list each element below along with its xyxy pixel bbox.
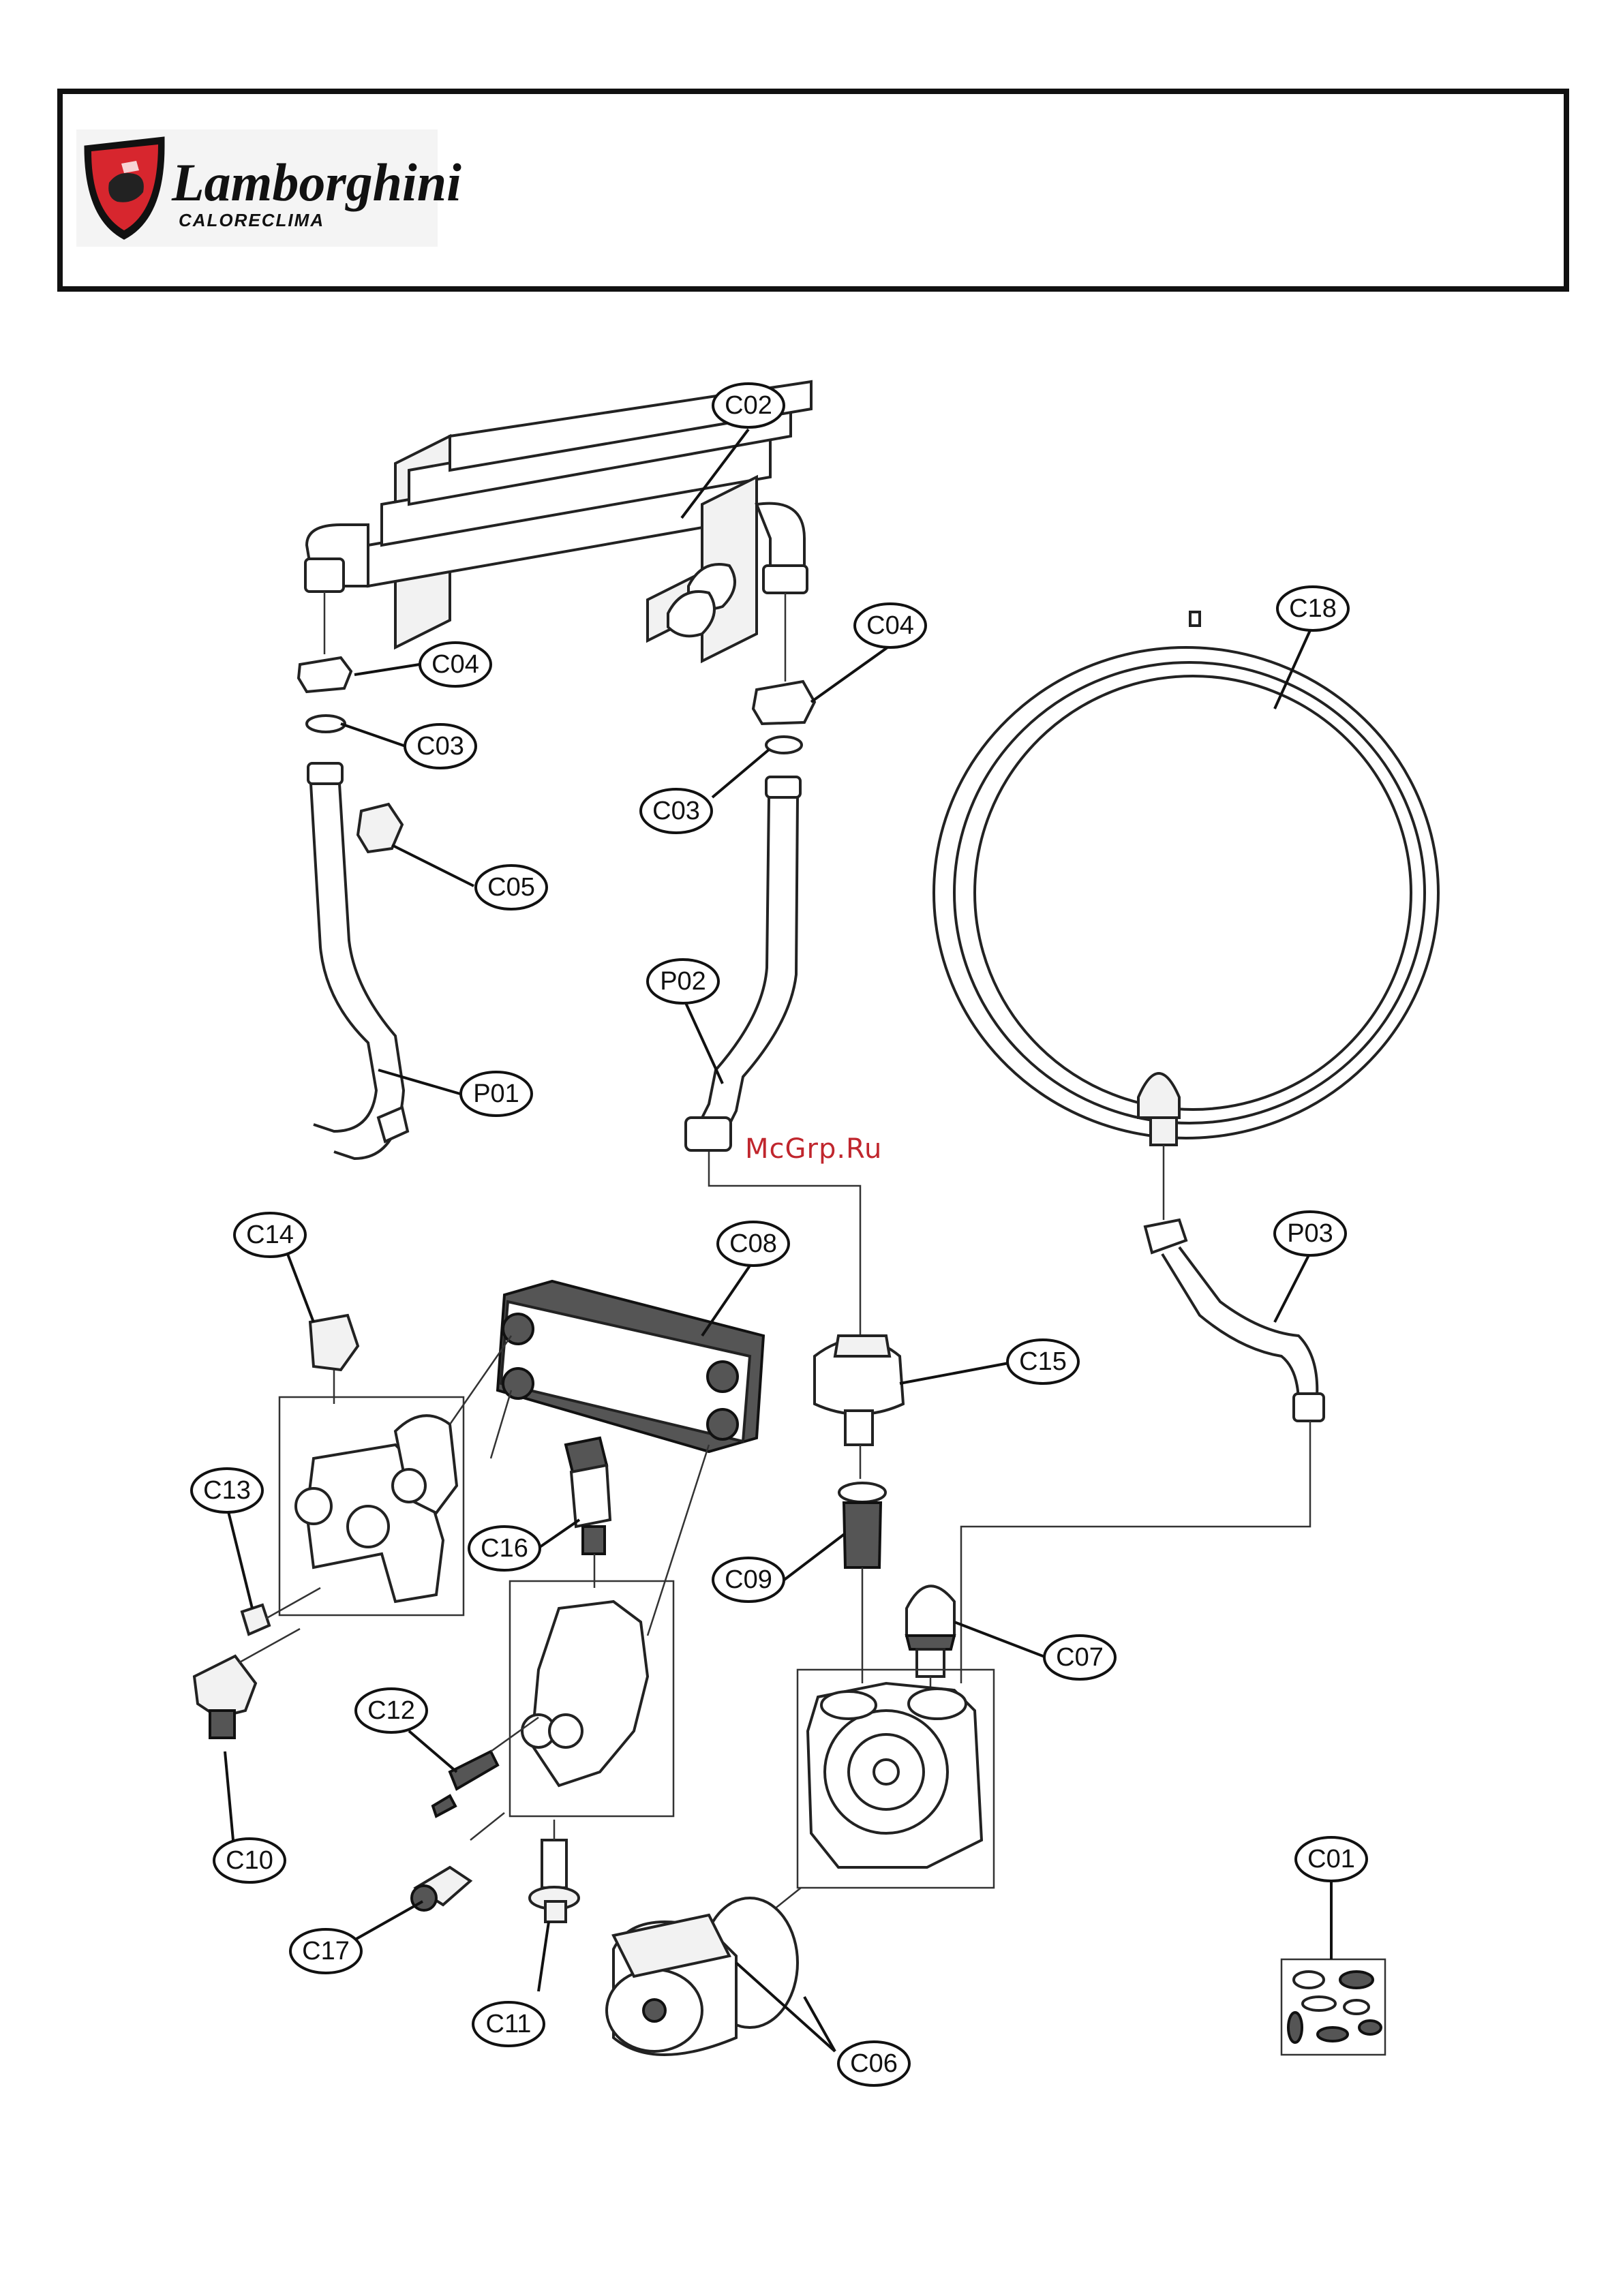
callout-c13-label: C13: [203, 1476, 251, 1505]
seal-kit-c01-illustration: [1281, 1959, 1385, 2055]
header: Lamborghini CALORECLIMA: [60, 91, 1566, 289]
callout-c17: C17: [290, 1929, 361, 1973]
callout-p01-label: P01: [473, 1080, 519, 1108]
pump-motor-c06-illustration: [607, 1898, 798, 2055]
callout-c10: C10: [214, 1839, 285, 1882]
three-way-motor-c15-illustration: [815, 1336, 903, 1479]
callout-c01: C01: [1296, 1837, 1367, 1881]
callout-c18: C18: [1277, 587, 1348, 630]
callout-c10-label: C10: [226, 1846, 273, 1875]
callout-p02: P02: [648, 960, 718, 1003]
callout-p03: P03: [1275, 1212, 1346, 1255]
callout-c18-label: C18: [1289, 594, 1337, 623]
callout-c15-label: C15: [1019, 1347, 1067, 1376]
cold-water-block-illustration: [279, 1315, 511, 1615]
callout-c07-label: C07: [1056, 1643, 1104, 1672]
callout-c08-label: C08: [729, 1229, 777, 1258]
callout-c04-right-label: C04: [866, 611, 914, 640]
callout-c13: C13: [192, 1469, 262, 1512]
hot-water-block-illustration: [470, 1438, 709, 1840]
brand-name: Lamborghini: [171, 153, 461, 212]
pump-body-illustration: [750, 1670, 994, 1929]
callout-c03-right: C03: [641, 789, 712, 833]
callout-c11-label: C11: [486, 2010, 532, 2038]
cartridge-c09-illustration: [839, 1483, 885, 1683]
screws-c17-c11-illustration: [412, 1820, 579, 1922]
plate-heat-exchanger-illustration: [498, 1281, 763, 1452]
callout-c16-label: C16: [481, 1534, 528, 1563]
callout-c14-label: C14: [246, 1221, 294, 1249]
callout-c06: C06: [838, 2042, 909, 2085]
callout-c04-right: C04: [855, 604, 926, 647]
callout-c09-label: C09: [725, 1565, 772, 1594]
vessel-pipe-p03-illustration: [961, 1220, 1324, 1683]
callout-c17-label: C17: [302, 1937, 350, 1965]
callout-c03-left-label: C03: [416, 732, 464, 761]
brand-logo: Lamborghini CALORECLIMA: [76, 129, 461, 247]
callout-c03-left: C03: [405, 724, 476, 768]
callout-c14: C14: [234, 1213, 305, 1257]
callout-c05: C05: [476, 866, 547, 909]
callout-p01: P01: [461, 1072, 532, 1116]
expansion-vessel-illustration: [934, 612, 1438, 1220]
callout-c04-left-label: C04: [431, 650, 479, 679]
air-vent-c07-illustration: [907, 1586, 954, 1690]
callout-c09: C09: [713, 1558, 784, 1602]
callout-p03-label: P03: [1287, 1219, 1333, 1248]
callout-c15: C15: [1007, 1340, 1078, 1383]
valve-c13-c10-illustration: [194, 1588, 320, 1738]
clip-c05-illustration: [358, 804, 402, 852]
callout-c02: C02: [713, 384, 784, 427]
callout-c04-left: C04: [420, 643, 491, 686]
callout-p02-label: P02: [660, 967, 706, 996]
callout-c16: C16: [469, 1527, 540, 1570]
callout-c03-right-label: C03: [652, 797, 700, 825]
callout-c02-label: C02: [725, 391, 772, 420]
watermark-text: McGrp.Ru: [745, 1133, 882, 1165]
callout-c06-label: C06: [850, 2049, 898, 2078]
brand-subname: CALORECLIMA: [179, 210, 324, 230]
callout-c11: C11: [473, 2002, 544, 2046]
callout-c08: C08: [718, 1222, 789, 1266]
callout-c07: C07: [1044, 1636, 1115, 1679]
callout-c01-label: C01: [1307, 1845, 1355, 1873]
callout-c12-label: C12: [367, 1696, 415, 1725]
callout-c12: C12: [356, 1689, 427, 1732]
callout-c05-label: C05: [487, 873, 535, 902]
